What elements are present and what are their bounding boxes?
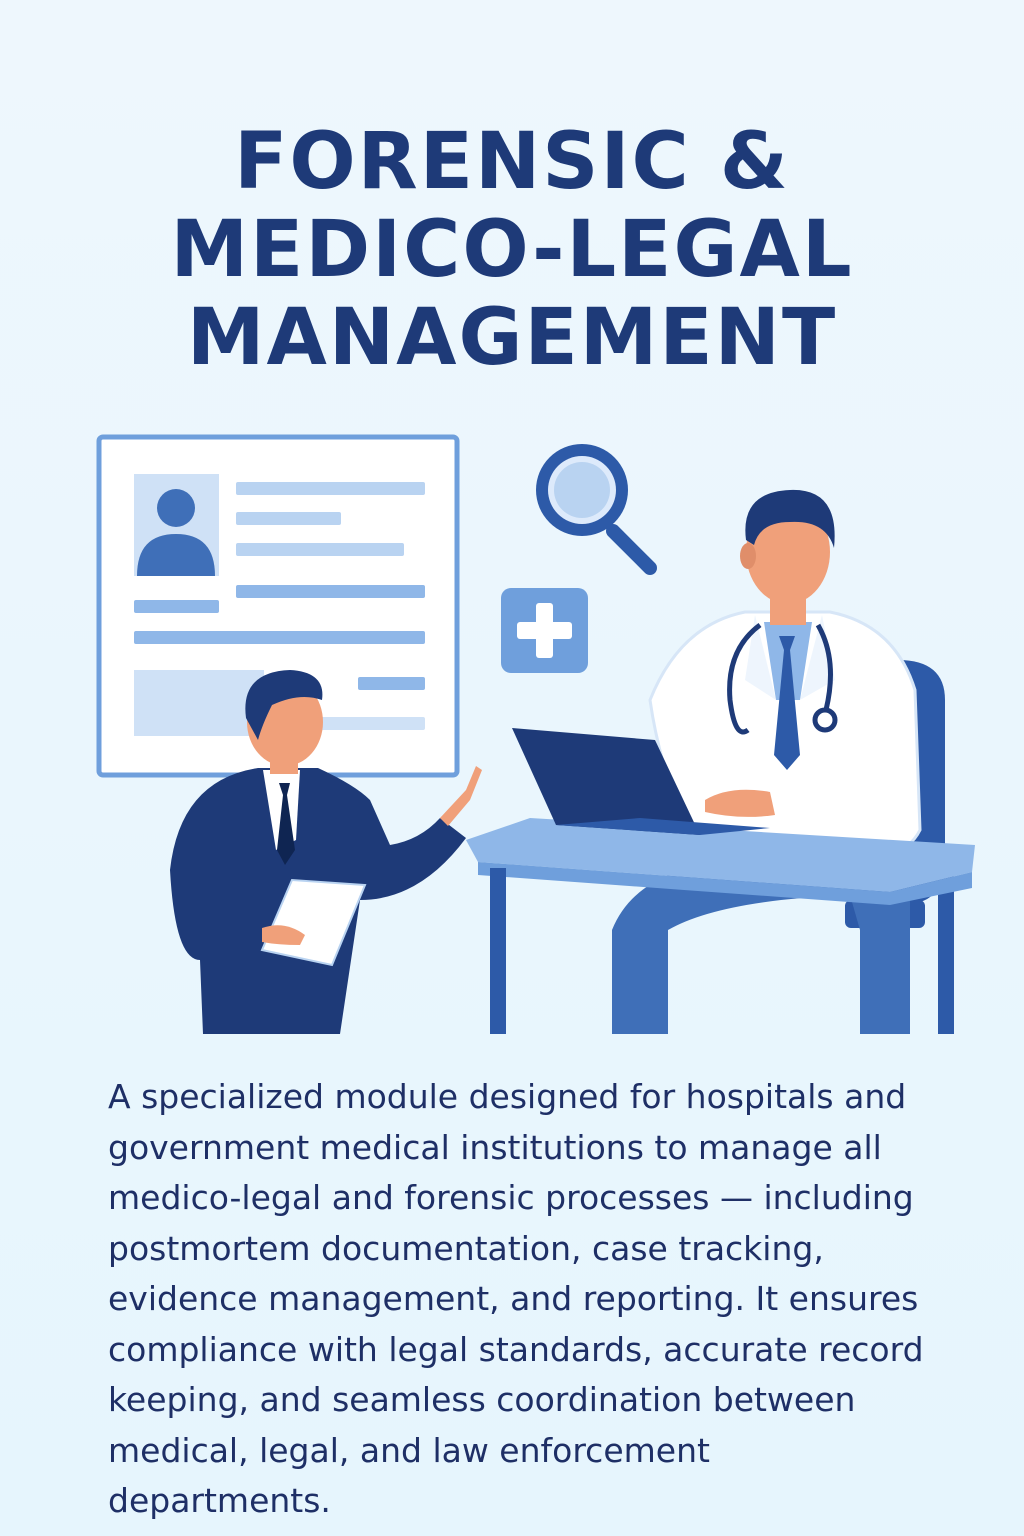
official [170,670,482,1034]
page-title: FORENSIC & MEDICO-LEGAL MANAGEMENT [0,118,1024,382]
title-line-3: MANAGEMENT [186,293,838,383]
magnifying-glass-icon [536,444,657,575]
description-text: A specialized module designed for hospit… [108,1077,924,1520]
forensic-consultation-illustration [96,434,975,1034]
desk [466,818,975,1034]
doctor [612,489,922,1034]
laptop-icon [512,728,770,835]
medical-cross-icon [501,588,588,673]
profile-card-icon [96,434,460,778]
title-line-2: MEDICO-LEGAL [170,205,854,295]
title-line-1: FORENSIC & [234,117,790,207]
